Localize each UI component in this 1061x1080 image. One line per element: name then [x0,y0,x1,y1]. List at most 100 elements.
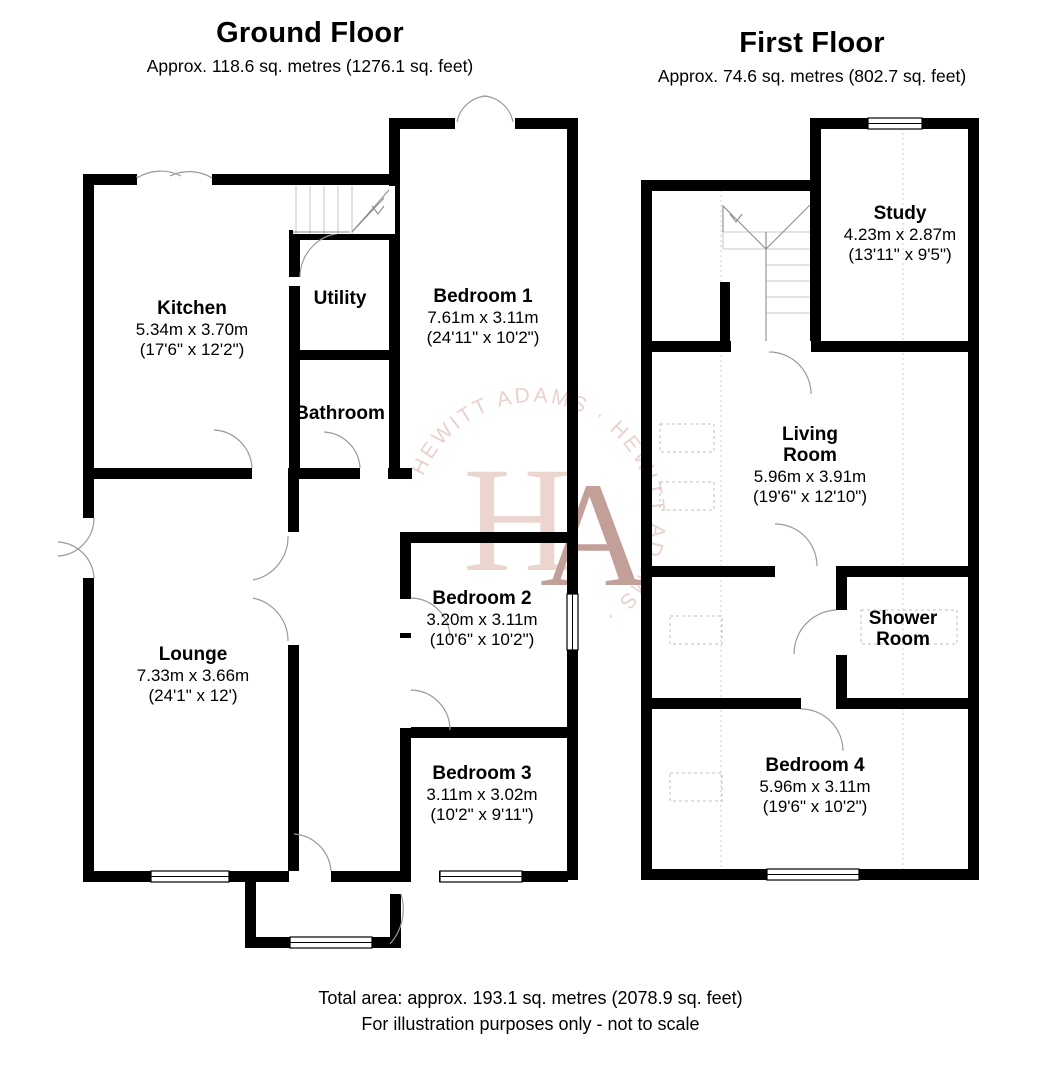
room-imperial-bedroom-3: (10'2" x 9'11") [430,805,534,825]
wall-ff-shower-left-b [836,655,847,699]
first-floor-plan [641,117,979,881]
wall-ff-bed4-top-right [836,698,979,709]
wall-gf-b1-left-lower [389,185,400,479]
wall-ff-right-outer [968,118,979,880]
wall-ff-left-outer [641,180,652,880]
wall-ff-living-bottom [641,566,816,577]
wall-gf-kitchen-bottom [94,468,252,479]
room-label-bedroom-3: Bedroom 3 3.11m x 3.02m (10'2" x 9'11") [394,763,570,826]
wall-ff-bed4-top-left [641,698,801,709]
room-name-bedroom-1: Bedroom 1 [433,286,533,307]
wall-gf-util-left-a [289,230,300,275]
wall-ff-study-left-top [810,118,821,186]
room-imperial-bedroom-2: (10'6" x 10'2") [429,630,535,650]
wall-gf-porch-bottom-r [370,937,401,948]
room-metric-study: 4.23m x 2.87m [843,225,957,245]
wall-gf-hall-v-a [288,468,299,532]
room-name-living-room-line2: Room [783,444,837,466]
ground-floor-title: Ground Floor Approx. 118.6 sq. metres (1… [110,18,510,77]
windows-first [766,117,923,881]
watermark-monogram: H A [463,437,648,618]
alcove-box-2 [659,481,715,511]
room-name-bedroom-4: Bedroom 4 [765,755,865,776]
wall-gf-left-b [83,582,94,882]
room-name-lounge: Lounge [158,644,228,665]
footer-total-area: Total area: approx. 193.1 sq. metres (20… [318,988,743,1008]
wall-ff-shower-left-a [836,566,847,610]
wall-gf-left-upper [83,174,94,479]
wall-gf-b1-top-right [515,118,578,129]
room-metric-lounge: 7.33m x 3.66m [136,666,250,686]
alcove-box-3 [669,615,723,645]
wall-gf-b2-left-c [400,728,411,882]
doors-ground [57,95,515,945]
svg-text:H: H [463,437,571,603]
room-name-bedroom-3: Bedroom 3 [432,763,532,784]
wall-gf-b2-left-a [400,532,411,597]
wall-gf-b2-top [400,532,567,543]
footer-disclaimer: For illustration purposes only - not to … [361,1014,700,1035]
room-label-shower-room: Shower Room [843,608,963,651]
windows-ground [150,593,579,949]
room-name-shower-room-line1: Shower [868,608,938,629]
alcove-box-1 [659,423,715,453]
wall-gf-right-outer [567,118,578,880]
room-name-shower-room-line2: Room [876,628,930,650]
room-label-study: Study 4.23m x 2.87m (13'11" x 9'5") [820,203,980,266]
wall-gf-left-a [83,468,94,516]
room-label-lounge: Lounge 7.33m x 3.66m (24'1" x 12') [104,644,282,707]
room-label-bathroom: Bathroom [276,403,404,425]
room-label-bedroom-4: Bedroom 4 5.96m x 3.11m (19'6" x 10'2") [727,755,903,818]
wall-gf-porch-bottom-l [245,937,291,948]
room-label-utility: Utility [288,288,392,310]
wall-gf-util-left-b [289,286,300,479]
wall-gf-porch-left [245,871,256,943]
wall-ff-top-a [810,118,868,129]
room-name-kitchen: Kitchen [157,298,227,319]
room-name-utility: Utility [313,288,367,309]
wall-ff-shower-top [836,566,979,577]
first-floor-title: First Floor Approx. 74.6 sq. metres (802… [612,28,1012,87]
room-imperial-bedroom-1: (24'11" x 10'2") [426,328,540,348]
wall-gf-bottom-lounge-r [228,871,289,882]
room-label-bedroom-1: Bedroom 1 7.61m x 3.11m (24'11" x 10'2") [393,286,573,349]
staircase-ground [293,186,395,234]
wall-ff-top-left [641,180,821,191]
wall-gf-b1-top-left [389,118,455,129]
wall-gf-hall-v-b [288,645,299,882]
wall-ff-top-b [921,118,979,129]
ground-floor-area-text: Approx. 118.6 sq. metres (1276.1 sq. fee… [146,56,474,77]
room-name-study: Study [873,203,927,224]
wall-ff-study-bottom [810,341,979,352]
alcove-box-4 [669,772,723,802]
room-metric-bedroom-3: 3.11m x 3.02m [426,785,538,805]
wall-ff-study-left [810,186,821,352]
wall-gf-b3-left-stub [400,727,411,735]
room-imperial-bedroom-4: (19'6" x 10'2") [762,797,868,817]
room-name-living-room-line1: Living [782,424,838,445]
ground-floor-plan [57,95,579,949]
staircase-first [722,204,811,341]
wall-gf-porch-right [390,893,401,948]
wall-gf-util-bath-divider [300,350,390,360]
ground-floor-title-text: Ground Floor [216,17,404,49]
room-name-bedroom-2: Bedroom 2 [432,588,532,609]
room-metric-living-room: 5.96m x 3.91m [753,466,867,486]
wall-gf-util-top [289,230,390,240]
doors-first [768,341,847,752]
wall-gf-top-mid [216,174,390,185]
footer-notes: Total area: approx. 193.1 sq. metres (20… [0,985,1061,1037]
wall-gf-b2-b3-divider [411,727,568,738]
wall-gf-top-left-stub [83,174,135,185]
wall-gf-bottom-left [83,871,151,882]
room-label-bedroom-2: Bedroom 2 3.20m x 3.11m (10'6" x 10'2") [394,588,570,651]
alcove-box-shower [860,609,958,645]
room-imperial-lounge: (24'1" x 12') [148,686,238,706]
room-imperial-study: (13'11" x 9'5") [848,245,952,265]
room-name-bathroom: Bathroom [295,403,385,424]
first-floor-title-text: First Floor [739,27,885,59]
wall-gf-bath-bottom [288,468,360,479]
room-label-kitchen: Kitchen 5.34m x 3.70m (17'6" x 12'2") [92,298,292,361]
